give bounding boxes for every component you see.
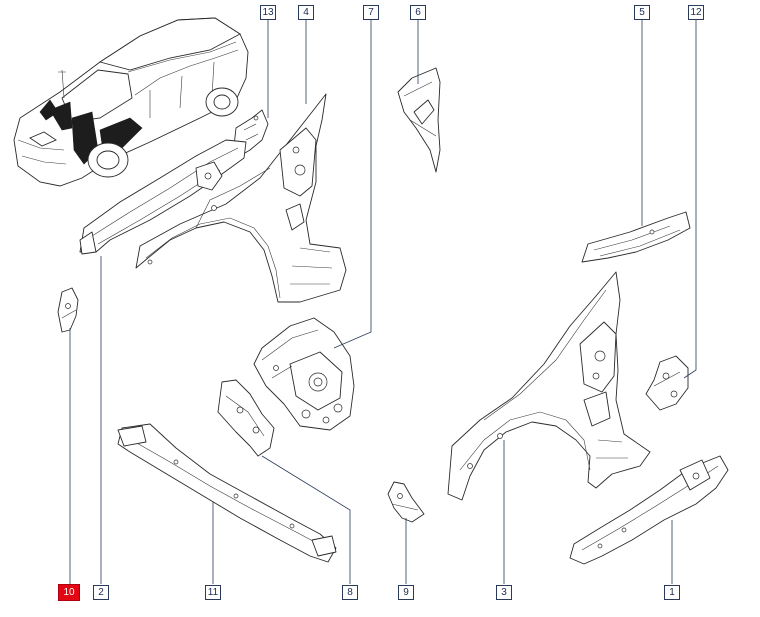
part-4-wheel-apron[interactable] xyxy=(135,93,347,303)
part-2-upper-rail[interactable] xyxy=(79,139,247,255)
part-7-strut-tower[interactable] xyxy=(253,317,355,431)
leader-lines xyxy=(69,20,697,584)
callout-7[interactable]: 7 xyxy=(363,5,379,20)
callout-6[interactable]: 6 xyxy=(410,5,426,20)
part-8-plate[interactable] xyxy=(217,379,275,457)
callout-13[interactable]: 13 xyxy=(260,5,276,20)
part-3-side-assembly[interactable] xyxy=(447,271,651,501)
callout-10[interactable]: 10 xyxy=(58,584,80,601)
part-6-gusset[interactable] xyxy=(397,67,441,173)
callout-3[interactable]: 3 xyxy=(496,585,512,600)
callout-2[interactable]: 2 xyxy=(93,585,109,600)
callout-12[interactable]: 12 xyxy=(688,5,704,20)
callout-4[interactable]: 4 xyxy=(298,5,314,20)
callout-5[interactable]: 5 xyxy=(634,5,650,20)
callout-1[interactable]: 1 xyxy=(664,585,680,600)
part-5-panel[interactable] xyxy=(581,211,691,263)
callout-8[interactable]: 8 xyxy=(342,585,358,600)
part-11-cross-member[interactable] xyxy=(117,423,337,563)
part-1-lower-rail[interactable] xyxy=(569,455,729,565)
car-overview-icon xyxy=(13,17,249,187)
part-9-bracket[interactable] xyxy=(387,481,425,523)
callout-9[interactable]: 9 xyxy=(398,585,414,600)
part-10-bracket[interactable] xyxy=(57,287,79,333)
callout-11[interactable]: 11 xyxy=(205,585,221,600)
part-12-bracket[interactable] xyxy=(645,355,689,411)
